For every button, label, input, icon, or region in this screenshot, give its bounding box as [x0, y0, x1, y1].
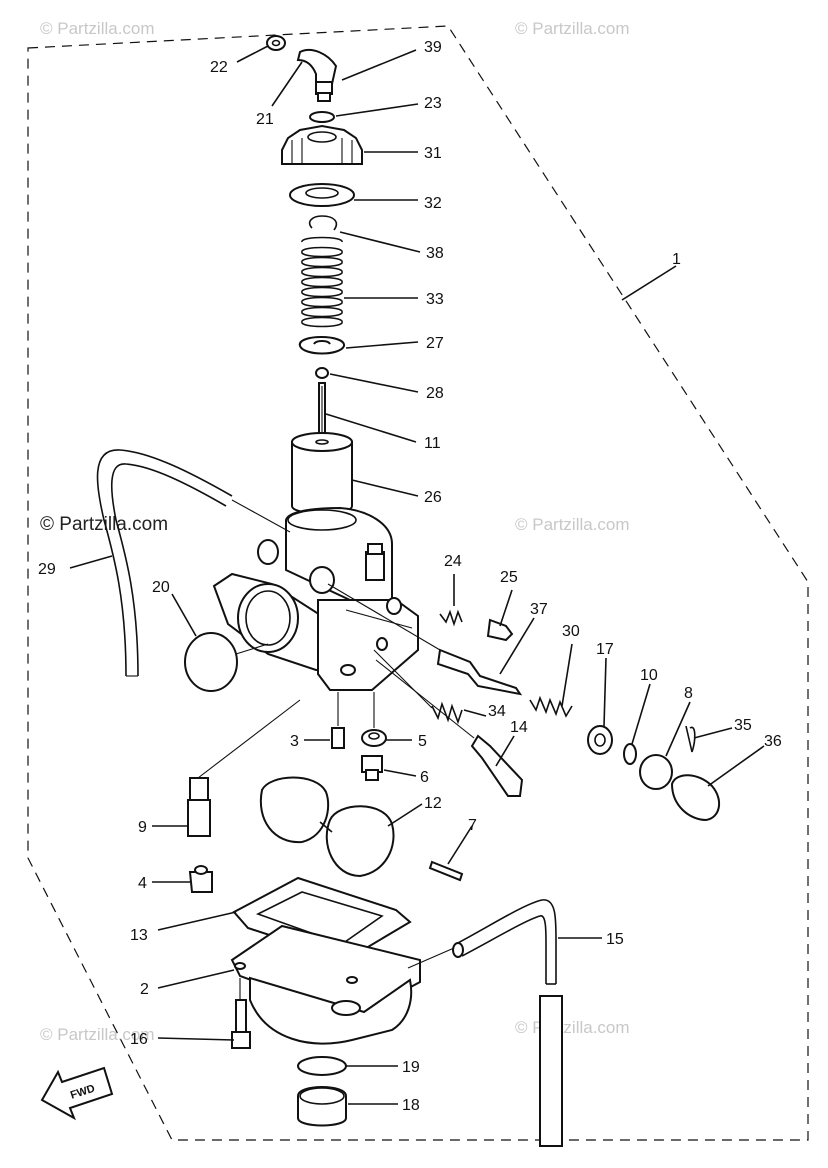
callout-29: 29	[38, 561, 56, 578]
callout-28: 28	[426, 385, 444, 402]
part-17-nut	[587, 725, 613, 755]
callout-25: 25	[500, 569, 518, 586]
watermark-bottom-left: © Partzilla.com	[40, 1025, 155, 1044]
assembly-boundary	[27, 25, 809, 1141]
part-4-pilot-jet	[188, 865, 213, 893]
callout-34: 34	[488, 703, 506, 720]
callout-31: 31	[424, 145, 442, 162]
callout-8: 8	[684, 685, 693, 702]
callout-14: 14	[510, 719, 528, 736]
part-34-spring	[431, 701, 463, 725]
part-16-screw	[231, 999, 251, 1049]
part-33-spring	[301, 236, 343, 328]
callout-4: 4	[138, 875, 147, 892]
callout-11: 11	[424, 435, 441, 452]
callout-13: 13	[130, 927, 148, 944]
callout-26: 26	[424, 489, 442, 506]
part-12-float	[259, 776, 395, 878]
part-18-plug	[297, 1086, 347, 1127]
part-38-clip	[308, 215, 338, 231]
callout-10: 10	[640, 667, 658, 684]
callout-35: 35	[734, 717, 752, 734]
callout-16: 16	[130, 1031, 148, 1048]
part-29-vent-hose-edge	[110, 463, 227, 677]
part-37-pilot-screw	[436, 648, 523, 696]
part-28-clip	[315, 367, 329, 379]
part-29-vent-hose	[96, 449, 233, 677]
callout-21: 21	[256, 111, 274, 128]
callout-7: 7	[468, 817, 477, 834]
watermark-mid-left: © Partzilla.com	[40, 514, 168, 535]
part-7-float-pin	[428, 860, 464, 882]
part-22-cap	[266, 35, 286, 51]
callout-22: 22	[210, 59, 228, 76]
part-19-gasket	[297, 1056, 347, 1076]
part-25-screw	[486, 618, 514, 642]
part-27-spring-seat	[298, 336, 345, 355]
callout-20: 20	[152, 579, 170, 596]
callout-23: 23	[424, 95, 442, 112]
callout-labels: 22 21 39 23 31 32 38 33 27 28 11 26 1 29…	[38, 39, 782, 1114]
callout-5: 5	[418, 733, 427, 750]
part-9-needle-jet	[187, 777, 211, 837]
callout-24: 24	[444, 553, 462, 570]
callout-15: 15	[606, 931, 624, 948]
fwd-arrow-icon: FWD	[40, 1066, 114, 1121]
part-30-spring	[529, 695, 573, 718]
part-39-elbow	[296, 48, 338, 102]
part-3-jet	[331, 727, 345, 749]
callout-18: 18	[402, 1097, 420, 1114]
part-5-washer	[361, 729, 387, 747]
part-36-cover	[670, 774, 721, 822]
callout-3: 3	[290, 733, 299, 750]
watermark-top-left: © Partzilla.com	[40, 19, 155, 38]
part-31-mixing-chamber-top	[281, 124, 363, 165]
part-2-float-chamber	[230, 924, 421, 1045]
part-24-spring	[439, 609, 463, 627]
callout-19: 19	[402, 1059, 420, 1076]
callout-36: 36	[764, 733, 782, 750]
callout-9: 9	[138, 819, 147, 836]
part-14-screw	[470, 734, 524, 797]
part-10-ring	[623, 743, 637, 765]
watermark-top-right: © Partzilla.com	[515, 19, 630, 38]
part-32-gasket	[289, 183, 355, 207]
part-20-o-ring	[184, 632, 238, 692]
part-26-throttle-valve	[291, 432, 353, 515]
callout-37: 37	[530, 601, 548, 618]
callout-17: 17	[596, 641, 614, 658]
callout-38: 38	[426, 245, 444, 262]
part-15-drain-hose	[452, 899, 563, 1147]
leader-lines	[69, 45, 765, 1105]
callout-2: 2	[140, 981, 149, 998]
part-6-main-jet	[361, 755, 383, 781]
watermark-mid-right: © Partzilla.com	[515, 515, 630, 534]
callout-1: 1	[672, 251, 681, 268]
callout-32: 32	[424, 195, 442, 212]
callout-39: 39	[424, 39, 442, 56]
callout-30: 30	[562, 623, 580, 640]
callout-27: 27	[426, 335, 444, 352]
callout-12: 12	[424, 795, 442, 812]
watermark-bottom-right: © Partzilla.com	[515, 1018, 630, 1037]
part-8-cap	[639, 754, 673, 790]
part-23-washer	[309, 111, 335, 123]
callout-33: 33	[426, 291, 444, 308]
part-35-clip	[685, 725, 696, 753]
callout-6: 6	[420, 769, 429, 786]
